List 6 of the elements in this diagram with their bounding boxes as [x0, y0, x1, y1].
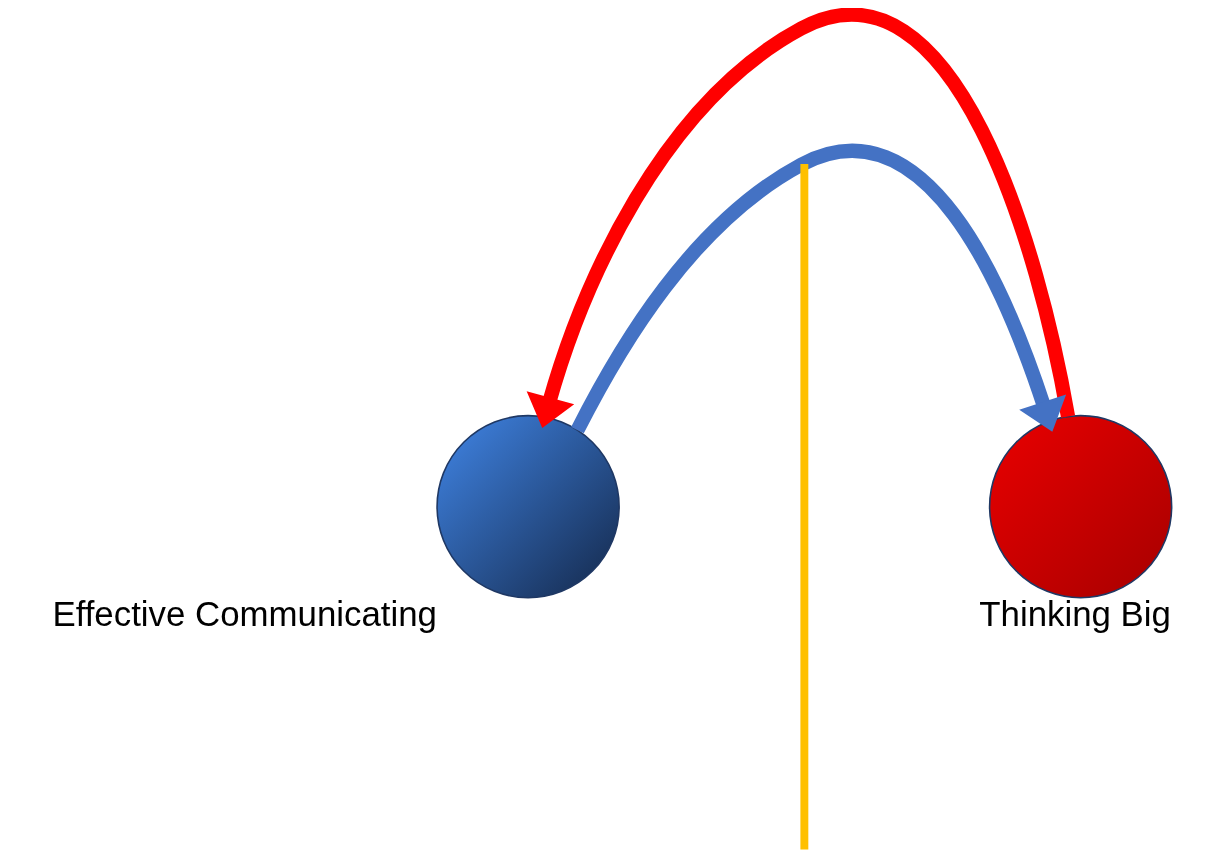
arrow [526, 8, 1075, 428]
arrow [570, 144, 1066, 434]
node-label: Effective Communicating [51, 593, 437, 633]
node-circle [435, 414, 620, 599]
node-label: Thinking Big [978, 593, 1171, 633]
node-circle [988, 414, 1172, 599]
